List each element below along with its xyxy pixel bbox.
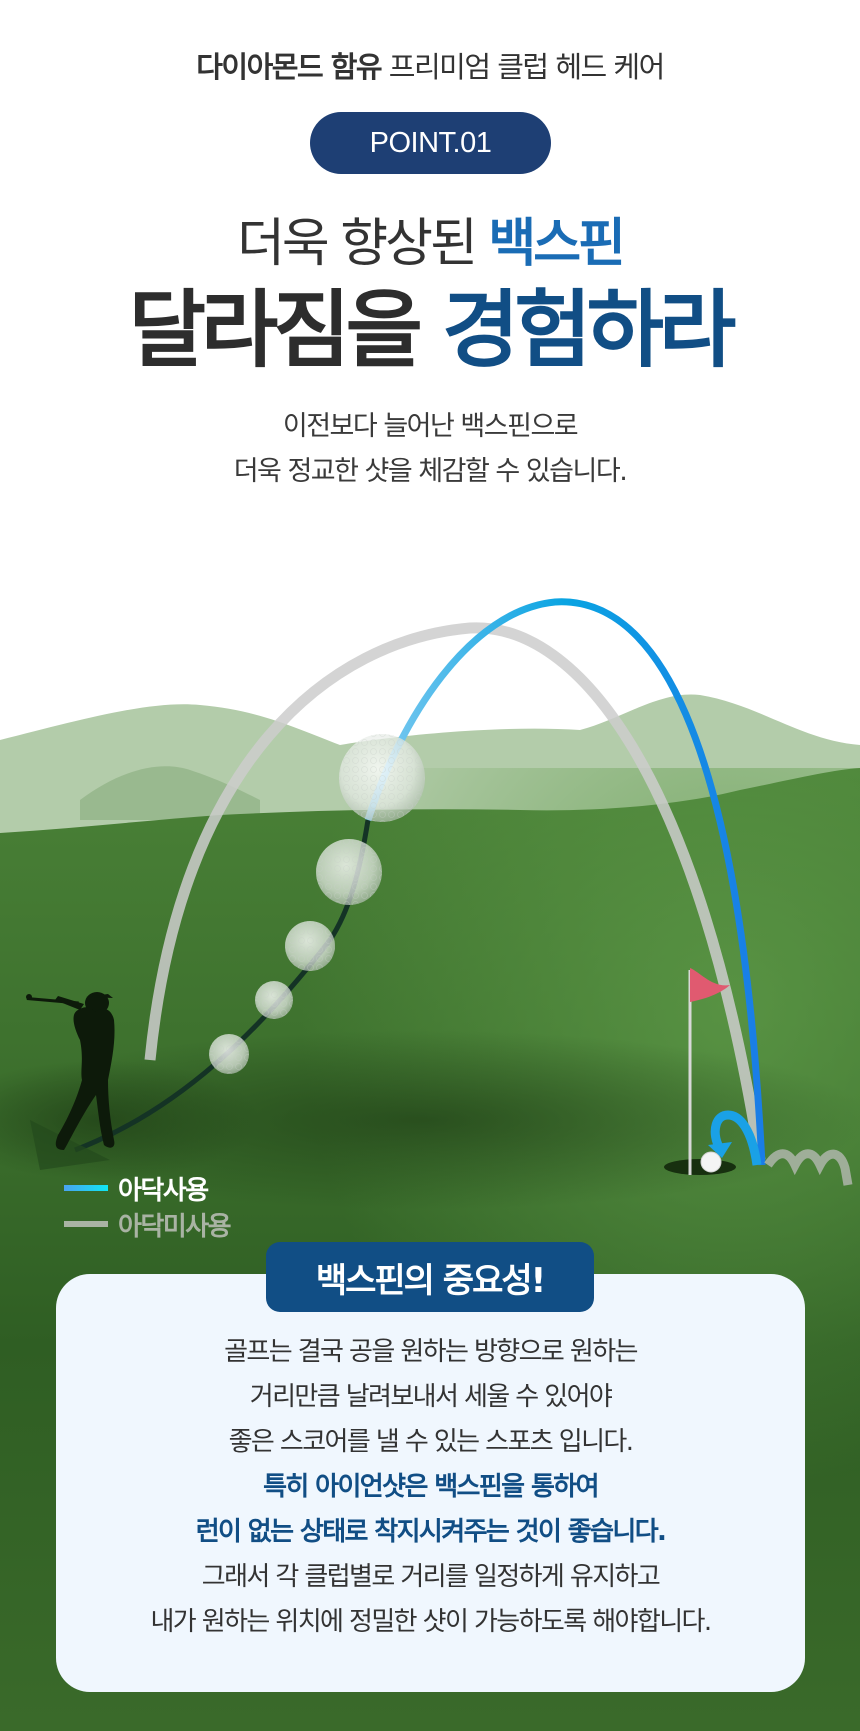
standard-trajectory [144, 622, 766, 1161]
subcopy: 이전보다 늘어난 백스핀으로 더욱 정교한 샷을 체감할 수 있습니다. [0, 404, 860, 494]
backspin-info-card [56, 1274, 805, 1692]
headline-line-1: 더욱 향상된 백스핀 [0, 212, 860, 276]
flag [690, 968, 730, 1002]
backspin-trajectory-upper [364, 598, 766, 1166]
headline-1-plain: 더욱 향상된 [237, 214, 489, 274]
card-body: 골프는 결국 공을 원하는 방향으로 원하는 거리만큼 날려보내서 세울 수 있… [56, 1330, 805, 1645]
headline-1-accent: 백스핀 [488, 214, 626, 274]
subcopy-line-2: 더욱 정교한 샷을 체감할 수 있습니다. [233, 456, 628, 487]
golf-ball-sequence [209, 734, 425, 1074]
card-title: 백스핀의 중요성! [266, 1242, 594, 1312]
eyebrow-rest: 프리미엄 클럽 헤드 케어 [381, 50, 665, 84]
legend-label: 아닥사용 [118, 1175, 209, 1206]
hole-ball [700, 1151, 722, 1173]
legend-item-with-product: 아닥사용 [64, 1170, 230, 1206]
spin-arrow [710, 1110, 762, 1166]
trajectory-legend: 아닥사용 아닥미사용 [64, 1170, 232, 1242]
headline-2-plain: 달라짐을 [128, 281, 443, 379]
card-line: 거리만큼 날려보내서 세울 수 있어야 [249, 1382, 613, 1412]
legend-item-without-product: 아닥미사용 [64, 1206, 232, 1242]
card-line: 좋은 스코어를 낼 수 있는 스포츠 입니다. [228, 1427, 634, 1457]
legend-swatch-gray [64, 1221, 108, 1227]
card-line-emphasis: 런이 없는 상태로 착지시켜주는 것이 좋습니다. [195, 1517, 667, 1547]
legend-swatch-blue [64, 1185, 108, 1191]
subcopy-line-1: 이전보다 늘어난 백스핀으로 [282, 411, 579, 442]
legend-label: 아닥미사용 [118, 1211, 232, 1242]
hole [664, 1159, 736, 1175]
headline-2-accent: 경험하라 [442, 281, 736, 379]
golfer-silhouette [26, 992, 115, 1170]
bounce-run [764, 1149, 853, 1186]
card-line-emphasis: 특히 아이언샷은 백스핀을 통하여 [263, 1472, 599, 1502]
headline-line-2: 달라짐을 경험하라 [0, 282, 860, 378]
card-line: 내가 원하는 위치에 정밀한 샷이 가능하도록 해야합니다. [150, 1607, 712, 1637]
eyebrow-bold: 다이아몬드 함유 [196, 50, 382, 84]
eyebrow-caption: 다이아몬드 함유 프리미엄 클럽 헤드 케어 [0, 44, 860, 86]
card-line: 그래서 각 클럽별로 거리를 일정하게 유지하고 [201, 1562, 661, 1592]
point-badge: POINT.01 [310, 112, 551, 174]
card-line: 골프는 결국 공을 원하는 방향으로 원하는 [224, 1337, 638, 1367]
